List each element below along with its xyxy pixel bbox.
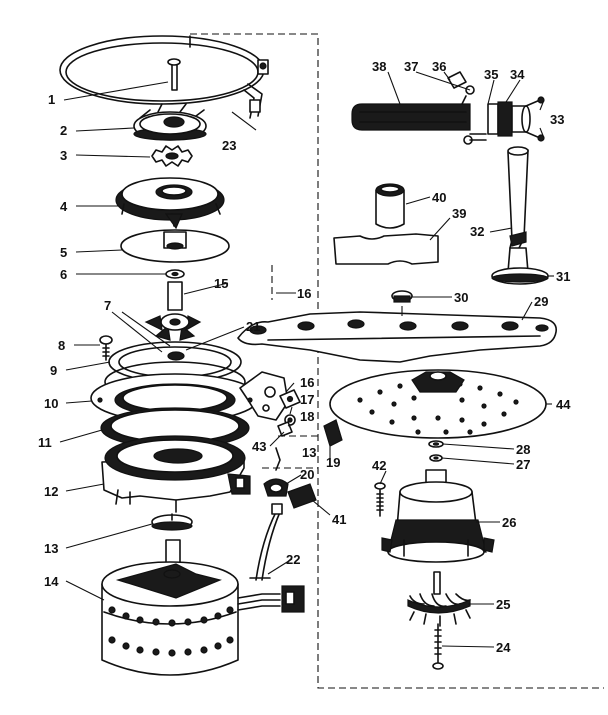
callout-34: 34 <box>510 67 525 82</box>
callout-25: 25 <box>496 597 510 612</box>
leader-lines <box>59 71 554 648</box>
part-spray-arm <box>237 311 557 363</box>
callout-24: 24 <box>496 640 511 655</box>
callout-27: 27 <box>516 457 530 472</box>
part-pump-housing <box>101 435 251 513</box>
callout-9: 9 <box>50 363 57 378</box>
callout-40: 40 <box>432 190 446 205</box>
callout-16: 16 <box>297 286 311 301</box>
part-chopper-housing <box>381 469 495 563</box>
callout-39: 39 <box>452 206 466 221</box>
part-nut-30 <box>391 290 413 316</box>
callout-7: 7 <box>104 298 111 313</box>
callout-2: 2 <box>60 123 67 138</box>
motor-vent-holes <box>108 606 234 657</box>
callout-1: 1 <box>48 92 55 107</box>
callout-36: 36 <box>432 59 446 74</box>
part-tube-and-base <box>491 146 549 285</box>
callout-41: 41 <box>332 512 346 527</box>
callout-19: 19 <box>326 455 340 470</box>
part-impeller-hub <box>133 103 207 141</box>
part-ring-gasket <box>100 407 250 449</box>
callout-14: 14 <box>44 574 59 589</box>
part-rotor-impeller <box>144 281 202 341</box>
callout-6: 6 <box>60 267 67 282</box>
callout-3: 3 <box>60 148 67 163</box>
part-disc <box>120 229 230 263</box>
callout-18: 18 <box>300 409 314 424</box>
callout-28: 28 <box>516 442 530 457</box>
callout-20: 20 <box>300 467 314 482</box>
part-screw-8 <box>99 335 113 361</box>
callout-5: 5 <box>60 245 67 260</box>
part-spray-loop <box>59 35 269 119</box>
part-motor <box>101 539 305 676</box>
part-gear <box>151 145 193 167</box>
callout-37: 37 <box>404 59 418 74</box>
part-screw-24 <box>432 623 444 670</box>
callout-30: 30 <box>454 290 468 305</box>
callout-15: 15 <box>214 276 228 291</box>
callout-17: 17 <box>300 392 314 407</box>
callout-13: 13 <box>44 541 58 556</box>
callout-26: 26 <box>502 515 516 530</box>
callout-4: 4 <box>60 199 68 214</box>
part-bolt-42 <box>374 482 386 517</box>
callout-33: 33 <box>550 112 564 127</box>
part-washers-27-28 <box>428 440 444 462</box>
callout-8: 8 <box>58 338 65 353</box>
part-cap-13 <box>151 513 193 531</box>
callout-44: 44 <box>556 397 571 412</box>
callout-22: 22 <box>286 552 300 567</box>
callout-labels: 1 2 3 4 5 6 7 8 9 10 11 12 13 13 14 15 1… <box>38 59 571 655</box>
callout-21: 21 <box>246 319 260 334</box>
part-washer-6 <box>165 269 185 279</box>
callout-43: 43 <box>252 439 266 454</box>
callout-13b: 13 <box>302 445 316 460</box>
part-gasket-stack <box>90 341 289 423</box>
callout-31: 31 <box>556 269 570 284</box>
part-wire-harness <box>249 503 283 581</box>
part-cylinder-40 <box>375 183 405 229</box>
callout-23: 23 <box>222 138 236 153</box>
part-filter-pad-39 <box>333 233 439 265</box>
callout-11: 11 <box>38 435 52 450</box>
part-electrical-smalls <box>263 389 343 509</box>
dashed-guide-lines <box>190 33 604 689</box>
callout-29: 29 <box>534 294 548 309</box>
callout-42: 42 <box>372 458 386 473</box>
part-strainer-disc <box>329 369 547 439</box>
callout-10: 10 <box>44 396 58 411</box>
callout-35: 35 <box>484 67 498 82</box>
callout-32: 32 <box>470 224 484 239</box>
callout-12: 12 <box>44 484 58 499</box>
callout-38: 38 <box>372 59 386 74</box>
part-upper-tube-assembly <box>351 71 545 145</box>
callout-16b: 16 <box>300 375 314 390</box>
part-pump-cover <box>115 177 225 230</box>
part-chopper-blade <box>407 571 471 627</box>
